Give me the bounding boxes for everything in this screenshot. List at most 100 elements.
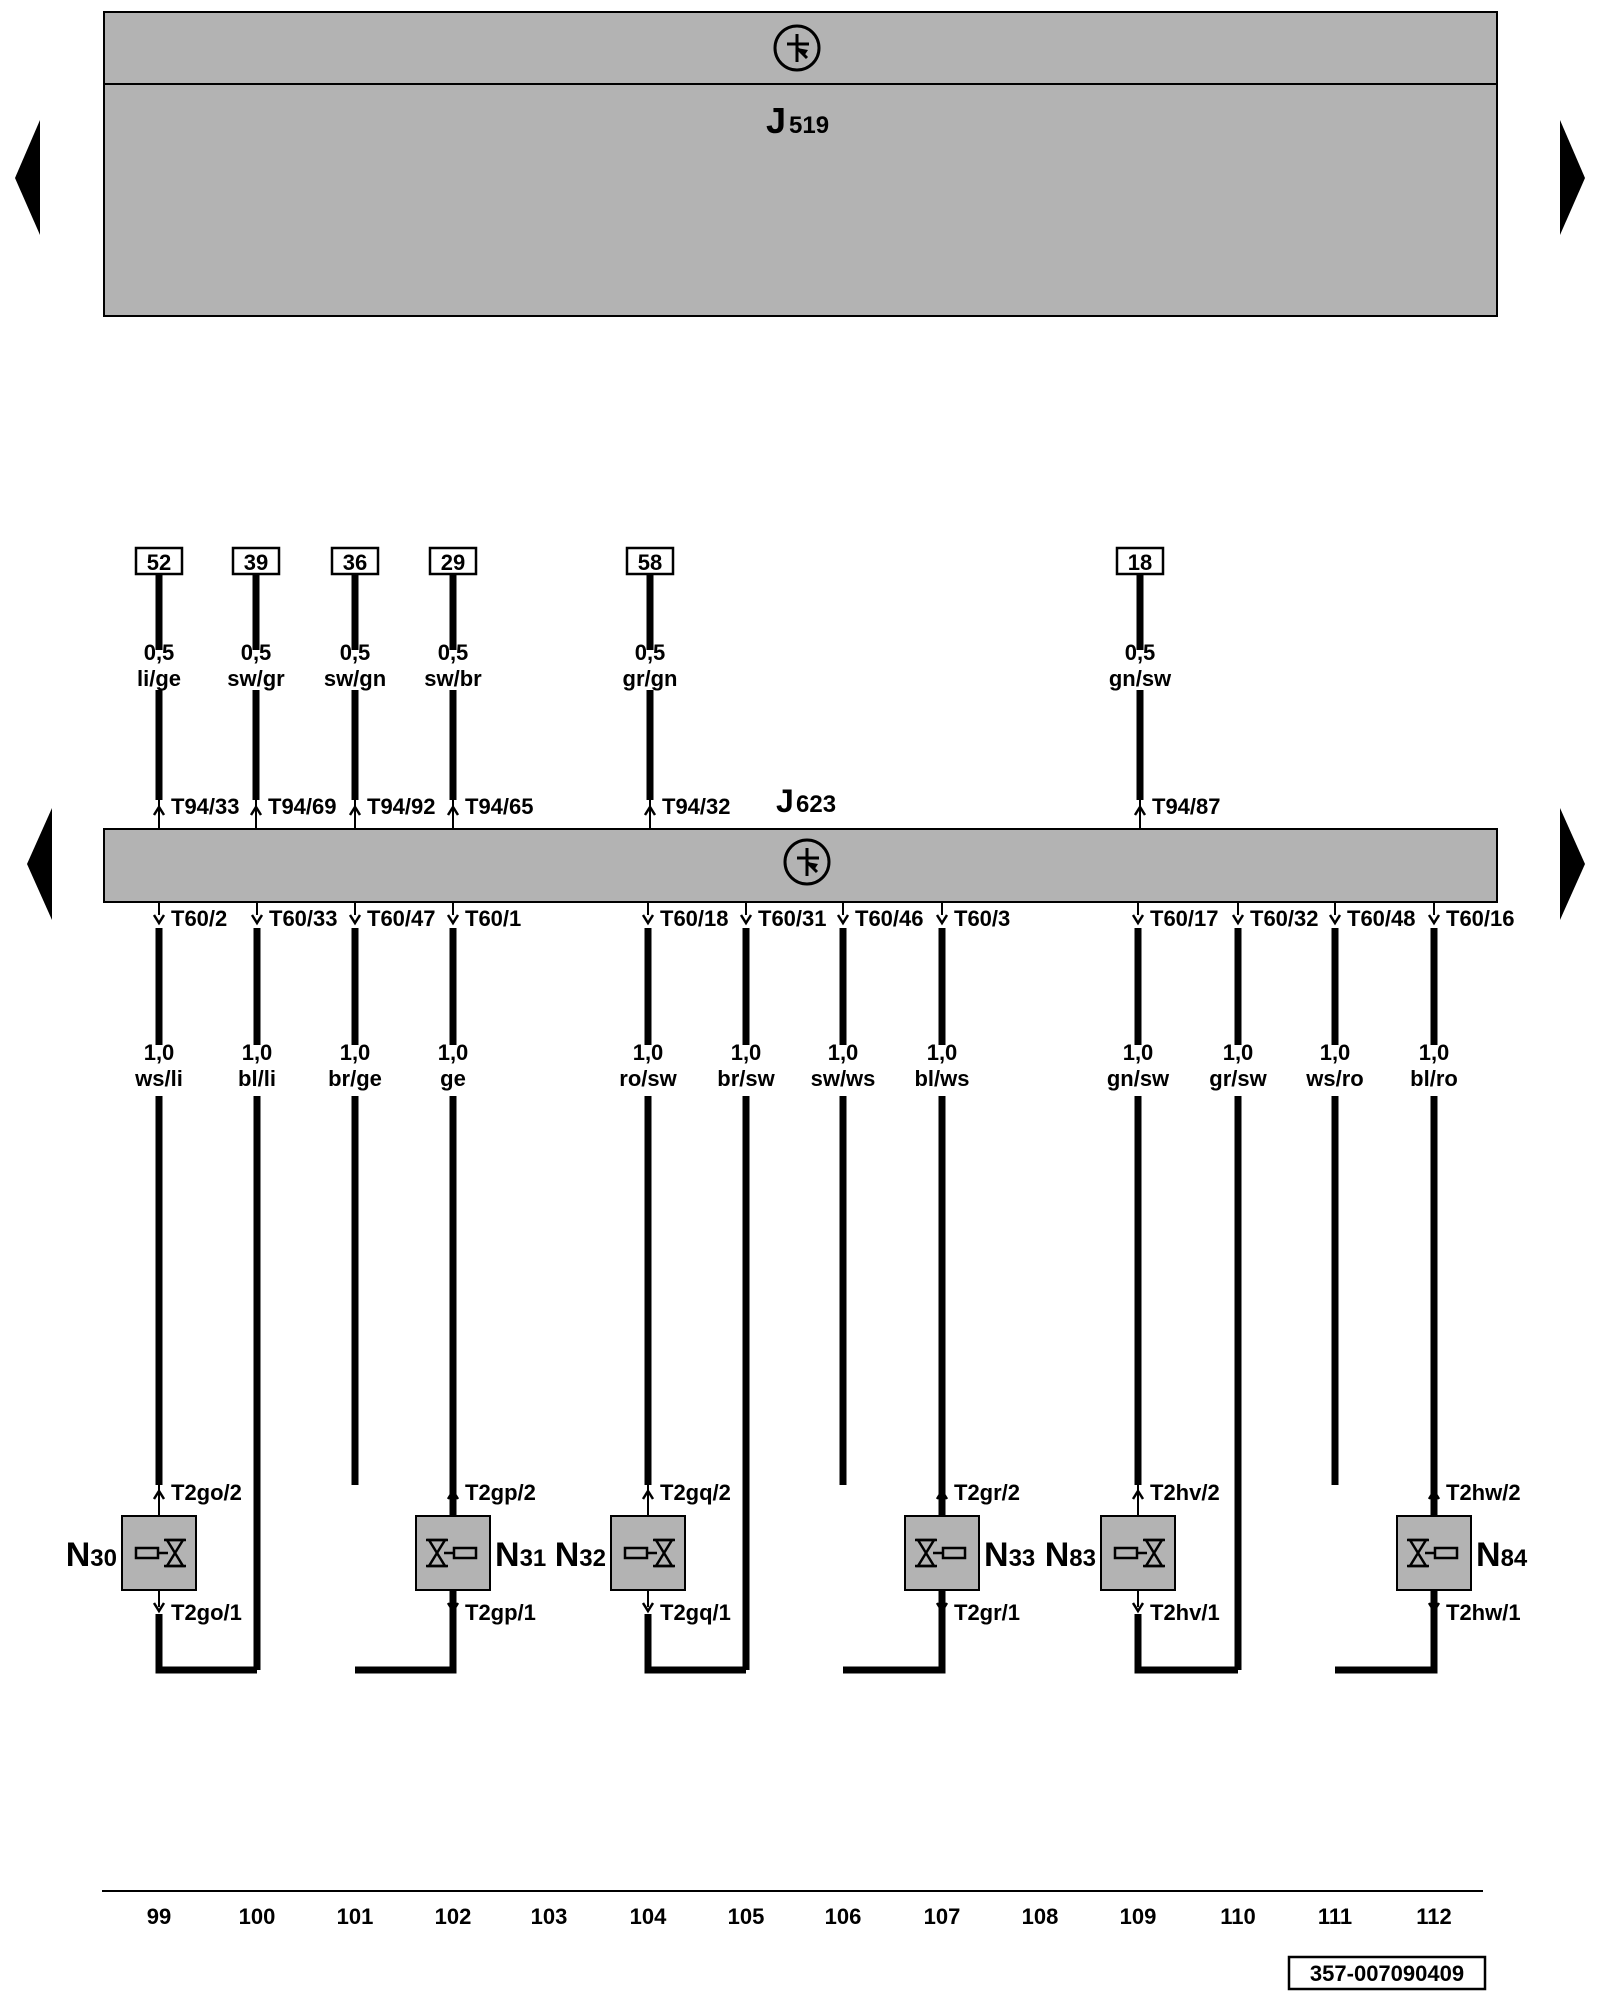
wire-layer (152, 575, 1441, 1674)
pin-label: T94/69 (268, 794, 337, 819)
column-number: 107 (924, 1904, 961, 1929)
wire-gauge: 1,0 (242, 1040, 273, 1065)
wire-color: bl/ro (1410, 1066, 1458, 1091)
valve-pin-bottom: T2gr/1 (954, 1600, 1020, 1625)
pin-label: T60/2 (171, 906, 227, 931)
nav-left-top-triangle-arrow-icon[interactable] (15, 120, 40, 235)
connector-arrow-icon (250, 913, 264, 925)
valve-label: N83 (1045, 1536, 1096, 1574)
valve-label-letter: N (66, 1536, 91, 1574)
wire-color: ws/ro (1305, 1066, 1363, 1091)
module-j623-label: J (776, 783, 794, 819)
valve-label-number: 84 (1501, 1545, 1528, 1572)
pin-label: T60/18 (660, 906, 729, 931)
pin-label: T94/92 (367, 794, 436, 819)
column-number: 108 (1022, 1904, 1059, 1929)
pin-label: T60/32 (1250, 906, 1319, 931)
module-j519-label: J (766, 100, 786, 141)
wire-gauge: 1,0 (731, 1040, 762, 1065)
wire-gauge: 1,0 (1223, 1040, 1254, 1065)
solenoid-valve-icon (1113, 1538, 1165, 1568)
wire-loop (355, 1614, 457, 1674)
ref-box[interactable] (625, 546, 675, 576)
valve-pin-bottom: T2gq/1 (660, 1600, 731, 1625)
ref-number: 29 (441, 550, 465, 575)
ref-number: 18 (1128, 550, 1152, 575)
column-number: 104 (630, 1904, 667, 1929)
doc-id: 357-007090409 (1310, 1961, 1464, 1986)
wire-color: br/ge (328, 1066, 382, 1091)
pin-label: T94/87 (1152, 794, 1221, 819)
ref-box[interactable] (330, 546, 380, 576)
valve-label: N30 (66, 1536, 117, 1574)
connector-arrow-icon (1131, 913, 1145, 925)
valve-label: N31 (495, 1536, 546, 1574)
wire-color: ge (440, 1066, 466, 1091)
ref-box[interactable] (231, 546, 281, 576)
wire-color: sw/gr (227, 666, 285, 691)
wire-gauge: 1,0 (828, 1040, 859, 1065)
wire-gauge: 1,0 (633, 1040, 664, 1065)
pin-label: T94/65 (465, 794, 534, 819)
wire-gauge: 0,5 (340, 640, 371, 665)
ref-box[interactable] (134, 546, 184, 576)
wire-gauge: 1,0 (927, 1040, 958, 1065)
connector-arrow-icon (1427, 913, 1441, 925)
ref-box[interactable] (1115, 546, 1165, 576)
nav-right-bottom-triangle-arrow-icon[interactable] (1560, 808, 1585, 920)
connector-arrow-icon (935, 913, 949, 925)
connector-arrow-icon (152, 913, 166, 925)
valve-pin-bottom: T2go/1 (171, 1600, 242, 1625)
module-j519: J 519 (103, 11, 1498, 317)
valve-label-number: 32 (579, 1545, 606, 1572)
nav-left-bottom-triangle-arrow-icon[interactable] (27, 808, 52, 920)
wire-gauge: 1,0 (1320, 1040, 1351, 1065)
solenoid-valve-icon (915, 1538, 967, 1568)
connector-arrow-icon (1231, 913, 1245, 925)
valve-pin-bottom: T2gp/1 (465, 1600, 536, 1625)
pin-label: T60/16 (1446, 906, 1515, 931)
valve-pin-top: T2hv/2 (1150, 1480, 1220, 1505)
valve-pin-bottom: T2hv/1 (1150, 1600, 1220, 1625)
solenoid-valve-icon (426, 1538, 478, 1568)
wire-gauge: 1,0 (1123, 1040, 1154, 1065)
upper-wires: 520,5li/geT94/33390,5sw/grT94/69360,5sw/… (134, 546, 1221, 819)
ref-box[interactable] (428, 546, 478, 576)
wire-gauge: 1,0 (144, 1040, 175, 1065)
valve-label-letter: N (984, 1536, 1009, 1574)
wire-color: sw/gn (324, 666, 386, 691)
wire-color: bl/ws (914, 1066, 969, 1091)
wire-color: sw/ws (811, 1066, 876, 1091)
valves: T2go/2T2go/1N30T2gp/2T2gp/1N31T2gq/2T2gq… (66, 1480, 1528, 1625)
wire-loop (155, 1614, 257, 1674)
wire-color: gn/sw (1107, 1066, 1170, 1091)
column-number: 105 (728, 1904, 765, 1929)
module-j519-sub: 519 (789, 112, 829, 139)
valve-label-number: 31 (520, 1545, 547, 1572)
column-number: 102 (435, 1904, 472, 1929)
pin-label: T60/48 (1347, 906, 1416, 931)
column-number: 99 (147, 1904, 171, 1929)
valve-label-number: 33 (1009, 1545, 1036, 1572)
ref-number: 39 (244, 550, 268, 575)
module-j623 (103, 828, 1498, 903)
valve-label-letter: N (1045, 1536, 1070, 1574)
wire-loop (644, 1614, 746, 1674)
wire-gauge: 0,5 (241, 640, 272, 665)
doc-id-box: 357-007090409 (1287, 1955, 1487, 1991)
wire-color: gr/gn (623, 666, 678, 691)
column-number: 109 (1120, 1904, 1157, 1929)
column-number: 101 (337, 1904, 374, 1929)
wire-gauge: 0,5 (438, 640, 469, 665)
wire-gauge: 0,5 (635, 640, 666, 665)
nav-right-top-triangle-arrow-icon[interactable] (1560, 120, 1585, 235)
wire-color: bl/li (238, 1066, 276, 1091)
pin-label: T60/46 (855, 906, 924, 931)
